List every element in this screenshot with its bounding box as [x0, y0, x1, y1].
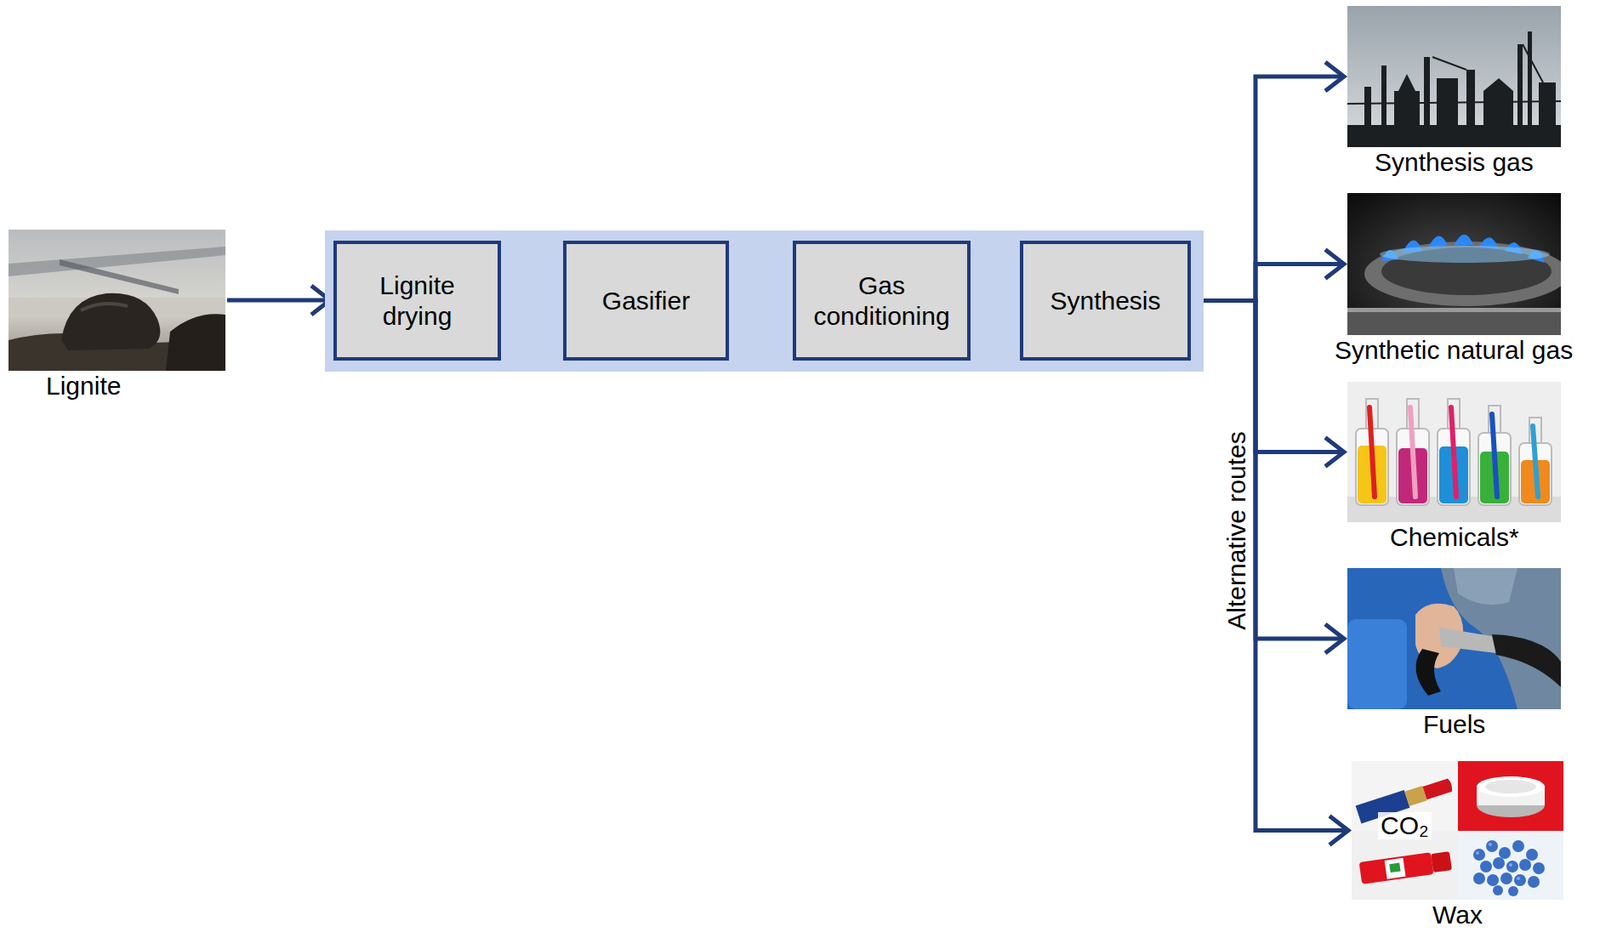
- output-photo: Chemicals*: [1347, 381, 1561, 523]
- band-fill: [324, 230, 1204, 372]
- picture-caption: Lignite: [45, 372, 121, 400]
- picture-caption: Fuels: [1423, 711, 1486, 739]
- route-label: Alternative routes: [1223, 431, 1251, 630]
- box-text: Gas conditioning: [796, 270, 968, 332]
- output-photo: CO₂Wax: [1351, 761, 1564, 900]
- flow-arrow: [1192, 301, 1344, 655]
- illustration: [1347, 381, 1561, 523]
- lignite-photo: Lignite: [8, 229, 226, 371]
- process-box: Gasifier: [563, 240, 729, 361]
- flow-arrow: [1192, 62, 1344, 302]
- picture-caption: Chemicals*: [1389, 523, 1520, 552]
- process-box: Synthesis: [1019, 240, 1191, 361]
- connector-line: [1192, 76, 1342, 302]
- connector-line: [1192, 301, 1346, 832]
- output-photo: Fuels: [1347, 568, 1561, 710]
- arrow-head: [1325, 624, 1344, 654]
- flow-arrow: [1192, 301, 1349, 846]
- illustration: [8, 229, 226, 371]
- process-box: Gas conditioning: [792, 240, 971, 361]
- illustration: [1347, 5, 1561, 148]
- box-text: Gasifier: [597, 285, 695, 317]
- box-text: Lignite drying: [336, 270, 498, 332]
- picture-caption: Synthetic natural gas: [1334, 336, 1573, 365]
- connector-line: [1192, 264, 1342, 302]
- illustration: [1347, 568, 1561, 710]
- arrow-head: [1325, 438, 1344, 467]
- box-text: Synthesis: [1044, 285, 1166, 317]
- picture-label: CO₂: [1377, 812, 1432, 840]
- picture-caption: Wax: [1432, 901, 1483, 929]
- arrow-head: [1329, 816, 1349, 846]
- output-photo: Synthesis gas: [1347, 5, 1561, 148]
- flow-arrow: [227, 285, 331, 315]
- picture-caption: Synthesis gas: [1374, 148, 1534, 177]
- connector-line: [1192, 301, 1342, 453]
- illustration: [1347, 193, 1561, 336]
- output-photo: Synthetic natural gas: [1347, 193, 1561, 336]
- process-box: Lignite drying: [333, 240, 502, 361]
- arrow-head: [1325, 250, 1344, 280]
- flow-arrow: [1192, 250, 1344, 302]
- connector-line: [227, 298, 328, 303]
- arrow-head: [1325, 62, 1344, 92]
- flow-arrow: [1192, 301, 1344, 467]
- connector-line: [1192, 301, 1342, 640]
